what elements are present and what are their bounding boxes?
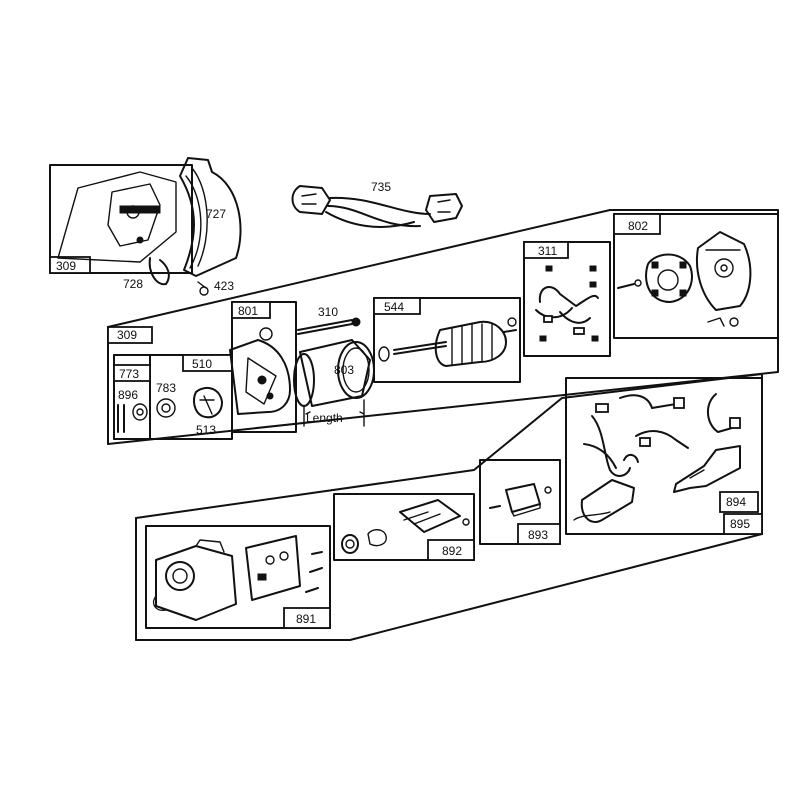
label-895: 895 <box>730 517 750 531</box>
label-801: 801 <box>238 304 258 318</box>
part-892-rectifier: 892 <box>333 493 475 561</box>
label-891: 891 <box>296 612 316 626</box>
part-310-through-bolt: 310 <box>297 305 361 335</box>
label-893: 893 <box>528 528 548 542</box>
part-803-motor-housing: 803 Length <box>293 339 375 427</box>
label-309-top: 309 <box>56 259 76 273</box>
label-510: 510 <box>192 357 212 371</box>
part-727-cover: 727 <box>179 157 242 277</box>
label-309-panel: 309 <box>117 328 137 342</box>
part-801-endcap: 801 <box>229 301 297 433</box>
part-510-group: 773 510 896 783 513 <box>113 354 233 440</box>
label-896: 896 <box>118 388 138 402</box>
label-783: 783 <box>156 381 176 395</box>
part-802-drive-end-cover: 802 <box>613 213 779 339</box>
part-735-power-cord: 735 <box>291 180 463 228</box>
label-892: 892 <box>442 544 462 558</box>
part-311-brush-set: 311 <box>523 241 611 357</box>
part-891-starter-solenoid: 891 <box>145 525 331 629</box>
label-311: 311 <box>538 244 557 258</box>
label-310: 310 <box>318 305 338 319</box>
label-728: 728 <box>123 277 143 291</box>
label-735: 735 <box>371 180 391 194</box>
part-895-wiring-harness: 895 894 <box>565 377 763 535</box>
label-803: 803 <box>334 363 354 377</box>
part-309-top-assembly: 309 <box>49 164 193 286</box>
label-513: 513 <box>196 423 216 437</box>
label-423: 423 <box>214 279 234 293</box>
label-length: Length <box>306 411 343 425</box>
label-894: 894 <box>726 495 746 509</box>
label-727: 727 <box>206 207 226 221</box>
part-544-armature: 544 <box>373 297 521 383</box>
label-773: 773 <box>119 367 139 381</box>
part-893-regulator: 893 <box>479 459 561 545</box>
label-544: 544 <box>384 300 404 314</box>
label-802: 802 <box>628 219 648 233</box>
